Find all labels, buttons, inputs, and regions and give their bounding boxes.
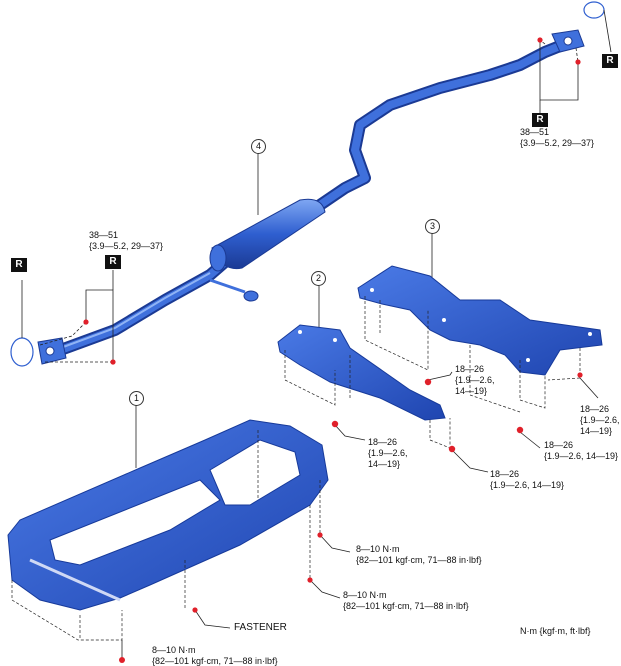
fastener-label: FASTENER bbox=[234, 622, 287, 633]
torque-bracket-left: 18—26 {1.9—2.6, 14—19} bbox=[368, 437, 408, 469]
torque-bracket-right: 18—26 {1.9—2.6, 14—19} bbox=[490, 469, 565, 490]
torque-crossmember-right: 18—26 {1.9—2.6, 14—19} bbox=[580, 404, 620, 436]
reuse-badge-front-bolts: R bbox=[105, 255, 121, 269]
under-cover bbox=[7, 419, 329, 611]
reuse-badge-rear: R bbox=[602, 54, 618, 68]
torque-crossmember-left: 18—26 {1.9—2.6, 14—19} bbox=[455, 364, 495, 396]
torque-crossmember-bottom: 18—26 {1.9—2.6, 14—19} bbox=[544, 440, 619, 461]
torque-cover-middle: 8—10 N·m {82—101 kgf·cm, 71—88 in·lbf} bbox=[343, 590, 469, 611]
units-legend: N·m {kgf·m, ft·lbf} bbox=[520, 626, 591, 636]
callout-2: 2 bbox=[311, 271, 326, 286]
front-gasket bbox=[10, 337, 34, 367]
torque-front-pipe: 38—51 {3.9—5.2, 29—37} bbox=[89, 230, 164, 251]
reuse-badge-rear-bolts: R bbox=[532, 113, 548, 127]
center-bracket bbox=[277, 324, 446, 421]
rear-gasket bbox=[583, 1, 605, 19]
crossmember-cover bbox=[357, 265, 603, 376]
reuse-badge-front: R bbox=[11, 258, 27, 272]
callout-3: 3 bbox=[425, 219, 440, 234]
callout-4: 4 bbox=[251, 139, 266, 154]
torque-cover-bottom: 8—10 N·m {82—101 kgf·cm, 71—88 in·lbf} bbox=[152, 645, 278, 666]
torque-rear-pipe: 38—51 {3.9—5.2, 29—37} bbox=[520, 127, 595, 148]
exhaust-pipe bbox=[37, 29, 585, 365]
torque-cover-upper: 8—10 N·m {82—101 kgf·cm, 71—88 in·lbf} bbox=[356, 544, 482, 565]
bolt-markers bbox=[83, 37, 583, 663]
callout-1: 1 bbox=[129, 391, 144, 406]
